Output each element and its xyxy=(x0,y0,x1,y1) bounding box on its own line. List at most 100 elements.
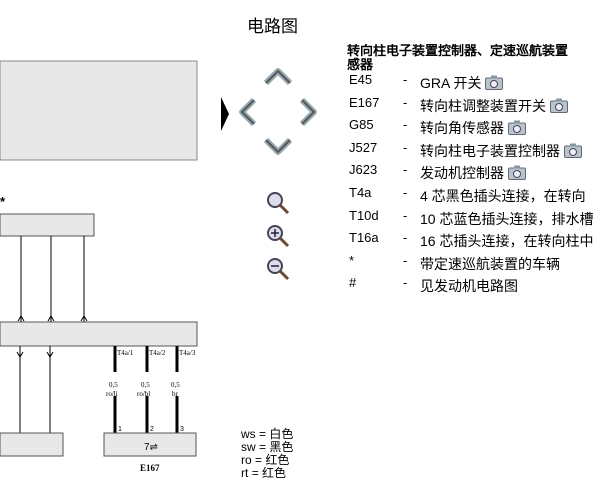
pan-down-icon[interactable] xyxy=(263,137,293,155)
legend-desc: 转向角传感器 xyxy=(420,120,504,137)
legend-desc: 发动机控制器 xyxy=(420,165,504,182)
wire-label-bg xyxy=(136,372,158,396)
wire-color: ro/li xyxy=(106,390,118,398)
color-key-row: ro = 红色 xyxy=(241,454,293,467)
color-eq: = xyxy=(259,427,267,441)
legend-code: J623 xyxy=(349,162,378,178)
switch-symbol: 7⇌ xyxy=(144,442,158,453)
asterisk-marker: * xyxy=(0,194,6,209)
legend-desc: 转向柱电子装置控制器 xyxy=(420,142,560,159)
color-eq: = xyxy=(255,453,263,467)
legend-row: J623 -发动机控制器 xyxy=(347,162,600,185)
legend-desc-wrap: 转向角传感器 xyxy=(420,118,526,138)
legend-row: T16a -16 芯插头连接，在转向柱中 xyxy=(347,230,600,253)
legend-row: * -带定速巡航装置的车辆 xyxy=(347,253,600,276)
legend-row: # -见发动机电路图 xyxy=(347,275,600,298)
legend-desc: GRA 开关 xyxy=(420,75,482,91)
color-code: ws xyxy=(241,427,256,441)
pin-number: 3 xyxy=(180,426,184,433)
zoom-out-icon[interactable] xyxy=(267,258,290,281)
legend-desc-wrap: 带定速巡航装置的车辆 xyxy=(420,254,560,274)
color-key-row: rt = 红色 xyxy=(241,467,293,480)
legend-code: G85 xyxy=(349,117,374,133)
wire-size: 0,5 xyxy=(141,381,150,389)
legend-dash: - xyxy=(403,252,408,268)
legend-dash: - xyxy=(403,275,408,291)
legend-row: E167-转向柱调整装置开关 xyxy=(347,95,600,118)
pin-number: 1 xyxy=(118,426,122,433)
color-name: 红色 xyxy=(265,453,290,467)
legend-desc-wrap: 10 芯蓝色插头连接，排水槽 xyxy=(420,209,593,229)
connector-group: T4a/1 T4a/2 T4a/3 0,5 ro/li 0,5 ro/bl 0,… xyxy=(105,346,196,433)
wire-size: 0,5 xyxy=(109,381,118,389)
camera-icon[interactable] xyxy=(508,165,526,181)
legend-desc: 16 芯插头连接，在转向柱中 xyxy=(420,233,594,250)
pan-left-icon[interactable] xyxy=(239,97,257,127)
legend-desc-wrap: GRA 开关 xyxy=(420,73,504,93)
pan-right-icon[interactable] xyxy=(299,97,317,127)
connector-arrows xyxy=(17,315,88,322)
connector-arrows xyxy=(16,351,54,358)
legend-desc-wrap: 转向柱电子装置控制器 xyxy=(420,141,582,161)
legend-row: G85 -转向角传感器 xyxy=(347,117,600,140)
legend-desc: 10 芯蓝色插头连接，排水槽 xyxy=(420,210,594,227)
legend-row: T4a-4 芯黑色插头连接，在转向 xyxy=(347,185,600,208)
legend-desc-wrap: 4 芯黑色插头连接，在转向 xyxy=(420,186,586,206)
color-name: 黑色 xyxy=(269,440,294,454)
color-code: rt xyxy=(241,466,249,480)
color-code: sw xyxy=(241,440,256,454)
legend-dash: - xyxy=(403,207,408,223)
legend-desc: 见发动机电路图 xyxy=(420,278,518,295)
legend-code: # xyxy=(349,275,357,291)
zoom-icon[interactable] xyxy=(267,192,290,215)
connector-label: T4a/1 xyxy=(117,349,134,357)
legend-title: 转向柱电子装置控制器、定速巡航装置 xyxy=(347,44,569,58)
legend-dash: - xyxy=(403,94,408,110)
pin-number: 2 xyxy=(150,426,154,433)
wire-label-bg xyxy=(168,372,188,396)
camera-icon[interactable] xyxy=(508,120,526,136)
color-name: 红色 xyxy=(262,466,287,480)
legend-desc-wrap: 见发动机电路图 xyxy=(420,276,518,296)
circuit-diagram[interactable]: * T4a/1 T4a/2 T4a/3 0,5 ro/li 0,5 ro/bl … xyxy=(0,0,215,488)
legend-row: E45-GRA 开关 xyxy=(347,72,600,95)
component-box-top xyxy=(0,213,95,237)
legend-desc-wrap: 16 芯插头连接，在转向柱中 xyxy=(420,231,593,251)
color-eq: = xyxy=(251,466,259,480)
camera-icon[interactable] xyxy=(564,143,582,158)
legend-row: T10d -10 芯蓝色插头连接，排水槽 xyxy=(347,208,600,231)
control-unit-box xyxy=(0,321,198,347)
legend-dash: - xyxy=(403,230,408,246)
legend-desc: 4 芯黑色插头连接，在转向 xyxy=(420,187,586,204)
pan-up-icon[interactable] xyxy=(263,68,293,86)
legend-code: * xyxy=(349,252,355,268)
switch-component-box xyxy=(103,432,197,457)
legend-dash: - xyxy=(403,184,408,200)
legend-code: J527 xyxy=(349,139,378,155)
zoom-in-icon[interactable] xyxy=(267,225,290,248)
legend-code: T10d xyxy=(349,207,379,223)
legend-desc-wrap: 转向柱调整装置开关 xyxy=(420,96,568,116)
color-code: ro xyxy=(241,453,252,467)
legend-code: E45 xyxy=(349,72,373,87)
legend-code: T16a xyxy=(349,230,379,246)
gray-component-block xyxy=(0,60,198,161)
legend-dash: - xyxy=(403,117,408,133)
legend-desc-wrap: 发动机控制器 xyxy=(420,163,526,183)
component-label: E167 xyxy=(140,463,160,473)
camera-icon[interactable] xyxy=(485,75,504,90)
color-key-row: ws = 白色 xyxy=(241,428,293,441)
navigation-controls[interactable] xyxy=(220,60,330,290)
connector-label: T4a/3 xyxy=(179,349,196,357)
legend-title-cont: 感器 xyxy=(347,57,374,72)
wire-label-bg xyxy=(105,372,127,396)
legend-dash: - xyxy=(403,162,408,178)
legend-desc: 转向柱调整装置开关 xyxy=(420,97,546,114)
color-key-row: sw = 黑色 xyxy=(241,441,293,454)
connector-label: T4a/2 xyxy=(149,349,166,357)
camera-icon[interactable] xyxy=(550,98,568,113)
page-title: 电路图 xyxy=(247,17,298,36)
wire-size: 0,5 xyxy=(171,381,180,389)
